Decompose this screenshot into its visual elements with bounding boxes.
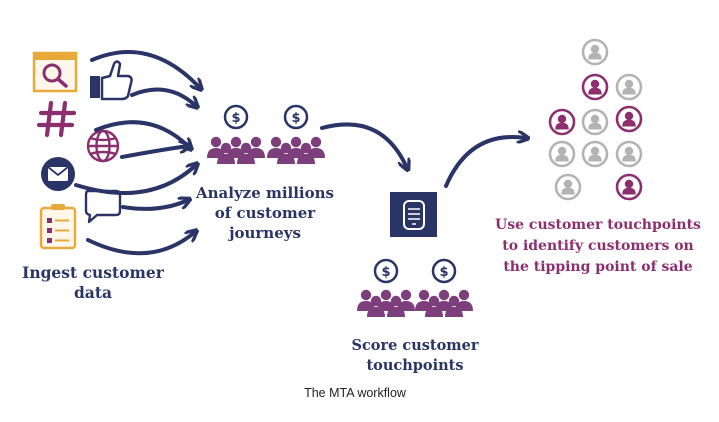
hashtag-icon	[36, 100, 77, 138]
identify-label: Use customer touchpoints to identify cus…	[488, 215, 708, 278]
analyze-label-line1: Analyze millions	[196, 184, 334, 202]
ingest-arrows	[74, 50, 200, 256]
analyze-group-left	[206, 136, 266, 164]
analyze-label-line2: of customer	[214, 204, 316, 222]
analyze-currency-left: $	[231, 111, 240, 126]
customer-avatar-gray	[554, 173, 582, 201]
customer-avatar-highlight	[581, 73, 609, 101]
customer-avatar-gray	[581, 38, 609, 66]
customer-avatar-highlight	[548, 108, 576, 136]
analyze-group-right	[266, 136, 326, 164]
customer-avatar-gray	[581, 108, 609, 136]
analyze-to-score-arrow	[320, 122, 407, 168]
score-group-right	[414, 289, 474, 317]
identify-label-line3: the tipping point of sale	[503, 259, 693, 275]
diagram-caption: The MTA workflow	[304, 386, 406, 400]
ingest-label: Ingest customer data	[8, 263, 178, 303]
analyze-label: Analyze millions of customer journeys	[190, 183, 340, 243]
globe-icon	[86, 129, 120, 163]
customer-avatar-gray	[548, 140, 576, 168]
customer-avatar-highlight	[615, 105, 643, 133]
email-icon	[41, 157, 75, 191]
customer-avatar-gray	[615, 140, 643, 168]
thumbs-up-icon	[90, 60, 133, 101]
chat-bubble-icon	[84, 189, 122, 224]
score-label: Score customer touchpoints	[340, 336, 490, 376]
form-icon	[39, 204, 77, 250]
customer-avatar-gray	[615, 73, 643, 101]
analyze-label-line3: journeys	[229, 224, 301, 242]
score-to-identify-arrow	[444, 137, 526, 188]
score-group-left	[356, 289, 416, 317]
processor-chip-icon	[390, 192, 437, 237]
ingest-label-line1: Ingest customer	[22, 263, 164, 282]
customer-avatar-gray	[581, 140, 609, 168]
score-currency-right: $	[439, 265, 448, 280]
ingest-label-line2: data	[73, 283, 113, 302]
analyze-currency-right: $	[291, 111, 300, 126]
search-icon	[32, 51, 78, 93]
identify-label-line2: to identify customers on	[502, 238, 694, 254]
score-label-line1: Score customer	[351, 337, 479, 354]
identify-label-line1: Use customer touchpoints	[495, 217, 701, 233]
score-label-line2: touchpoints	[366, 357, 464, 374]
customer-avatar-highlight	[615, 173, 643, 201]
score-currency-left: $	[381, 265, 390, 280]
